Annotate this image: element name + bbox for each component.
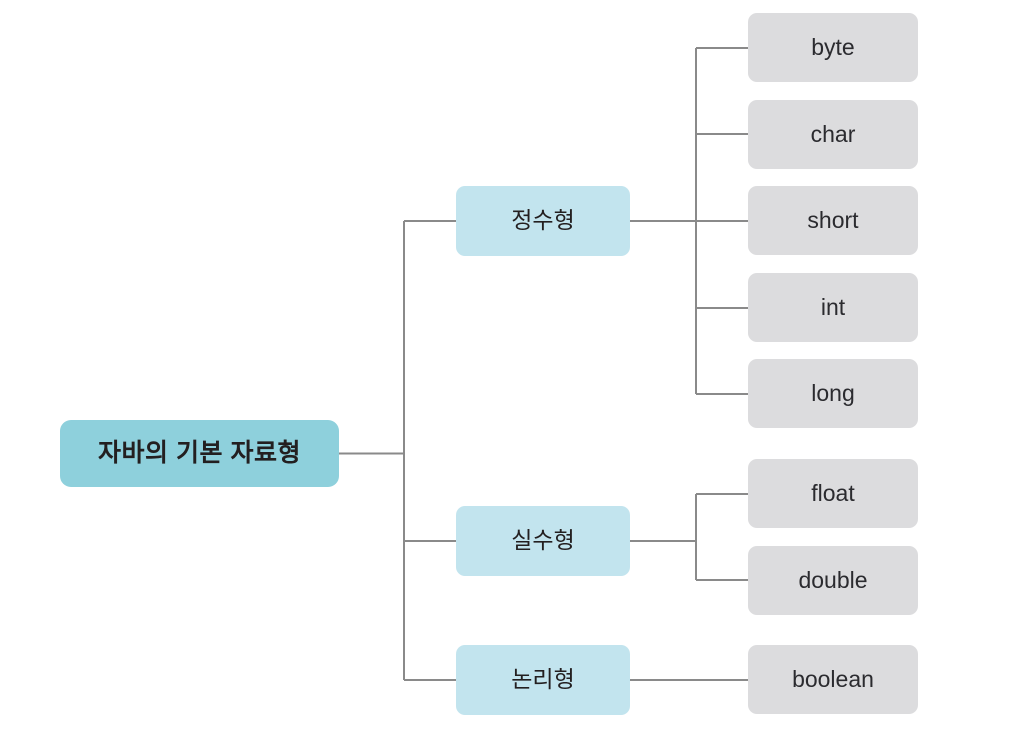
node-leaf-short-label: short bbox=[807, 206, 859, 233]
node-leaf-byte[interactable]: byte bbox=[748, 13, 918, 82]
node-branch-integer-type[interactable]: 정수형 bbox=[456, 186, 630, 256]
node-leaf-char-label: char bbox=[810, 120, 856, 147]
node-leaf-char[interactable]: char bbox=[748, 100, 918, 169]
node-leaf-int[interactable]: int bbox=[748, 273, 918, 342]
node-branch-boolean-type-label: 논리형 bbox=[511, 666, 575, 693]
node-leaf-float-label: float bbox=[811, 479, 855, 506]
node-leaf-long-label: long bbox=[811, 379, 855, 406]
node-leaf-boolean-label: boolean bbox=[792, 665, 874, 692]
node-leaf-double-label: double bbox=[798, 566, 868, 593]
node-branch-integer-type-label: 정수형 bbox=[511, 207, 575, 234]
node-branch-boolean-type[interactable]: 논리형 bbox=[456, 645, 630, 715]
node-leaf-double[interactable]: double bbox=[748, 546, 918, 615]
node-leaf-long[interactable]: long bbox=[748, 359, 918, 428]
node-branch-floating-point-type[interactable]: 실수형 bbox=[456, 506, 630, 576]
node-leaf-int-label: int bbox=[820, 293, 846, 320]
node-leaf-float[interactable]: float bbox=[748, 459, 918, 528]
node-root-label: 자바의 기본 자료형 bbox=[98, 438, 301, 467]
node-root[interactable]: 자바의 기본 자료형 bbox=[60, 420, 339, 487]
node-leaf-byte-label: byte bbox=[811, 33, 855, 60]
node-branch-floating-point-type-label: 실수형 bbox=[511, 527, 575, 554]
node-leaf-boolean[interactable]: boolean bbox=[748, 645, 918, 714]
node-leaf-short[interactable]: short bbox=[748, 186, 918, 255]
